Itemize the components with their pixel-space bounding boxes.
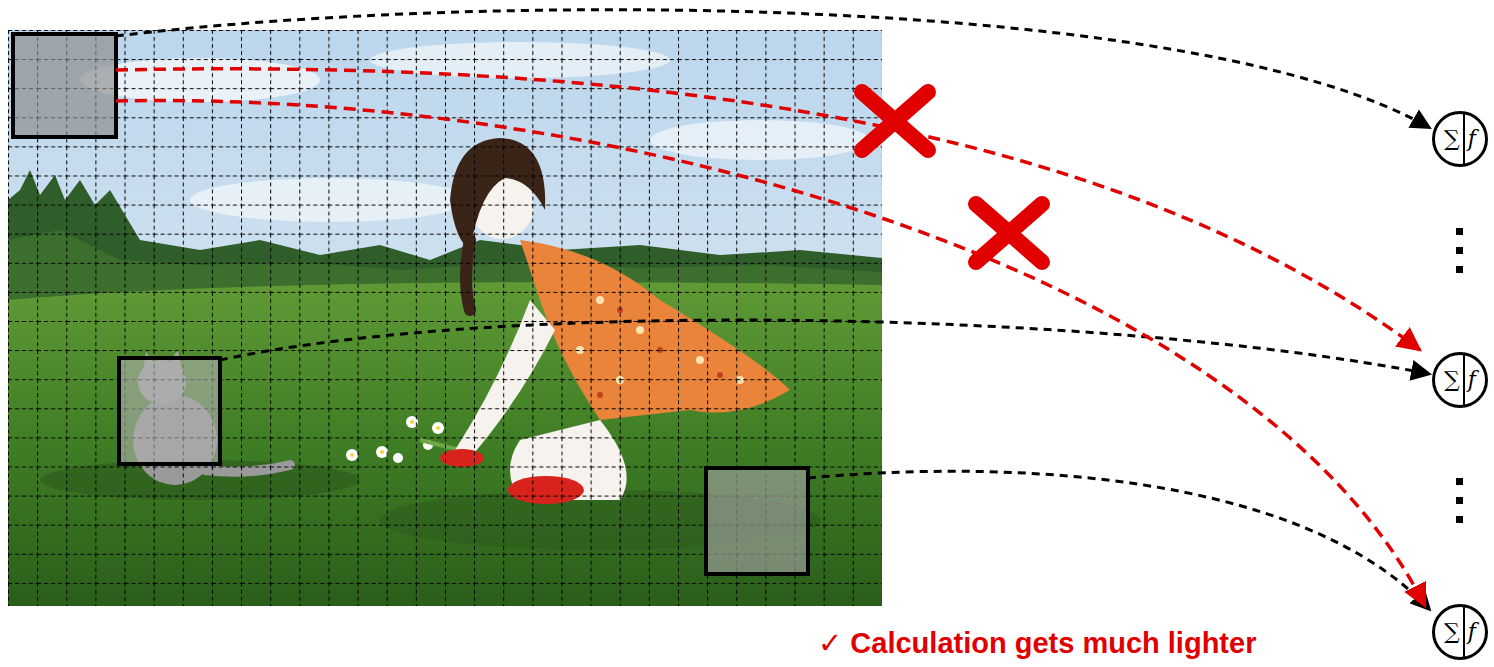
divider: [1463, 607, 1465, 657]
dashed-arrow: [808, 471, 1430, 610]
grid: [8, 30, 882, 606]
patch: [119, 358, 220, 464]
activation-symbol: f: [1465, 621, 1479, 643]
divider: [1463, 355, 1465, 405]
activation-symbol: f: [1465, 128, 1479, 150]
divider: [1463, 114, 1465, 164]
sum-symbol: ∑: [1441, 128, 1463, 150]
sum-symbol: ∑: [1441, 621, 1463, 643]
blocked-arrow: [116, 100, 1425, 606]
neuron: ∑f: [1432, 604, 1488, 660]
sum-symbol: ∑: [1441, 369, 1463, 391]
patch: [13, 34, 116, 137]
note-text: ✓ Calculation gets much lighter: [818, 626, 1256, 660]
neuron: ∑f: [1432, 352, 1488, 408]
dashed-arrow: [220, 320, 1430, 374]
painting: [8, 30, 882, 606]
patch: [706, 468, 808, 574]
cross-mark: [862, 92, 1042, 262]
activation-symbol: f: [1465, 369, 1479, 391]
neuron: ∑f: [1432, 111, 1488, 167]
blocked-arrow: [116, 69, 1420, 350]
